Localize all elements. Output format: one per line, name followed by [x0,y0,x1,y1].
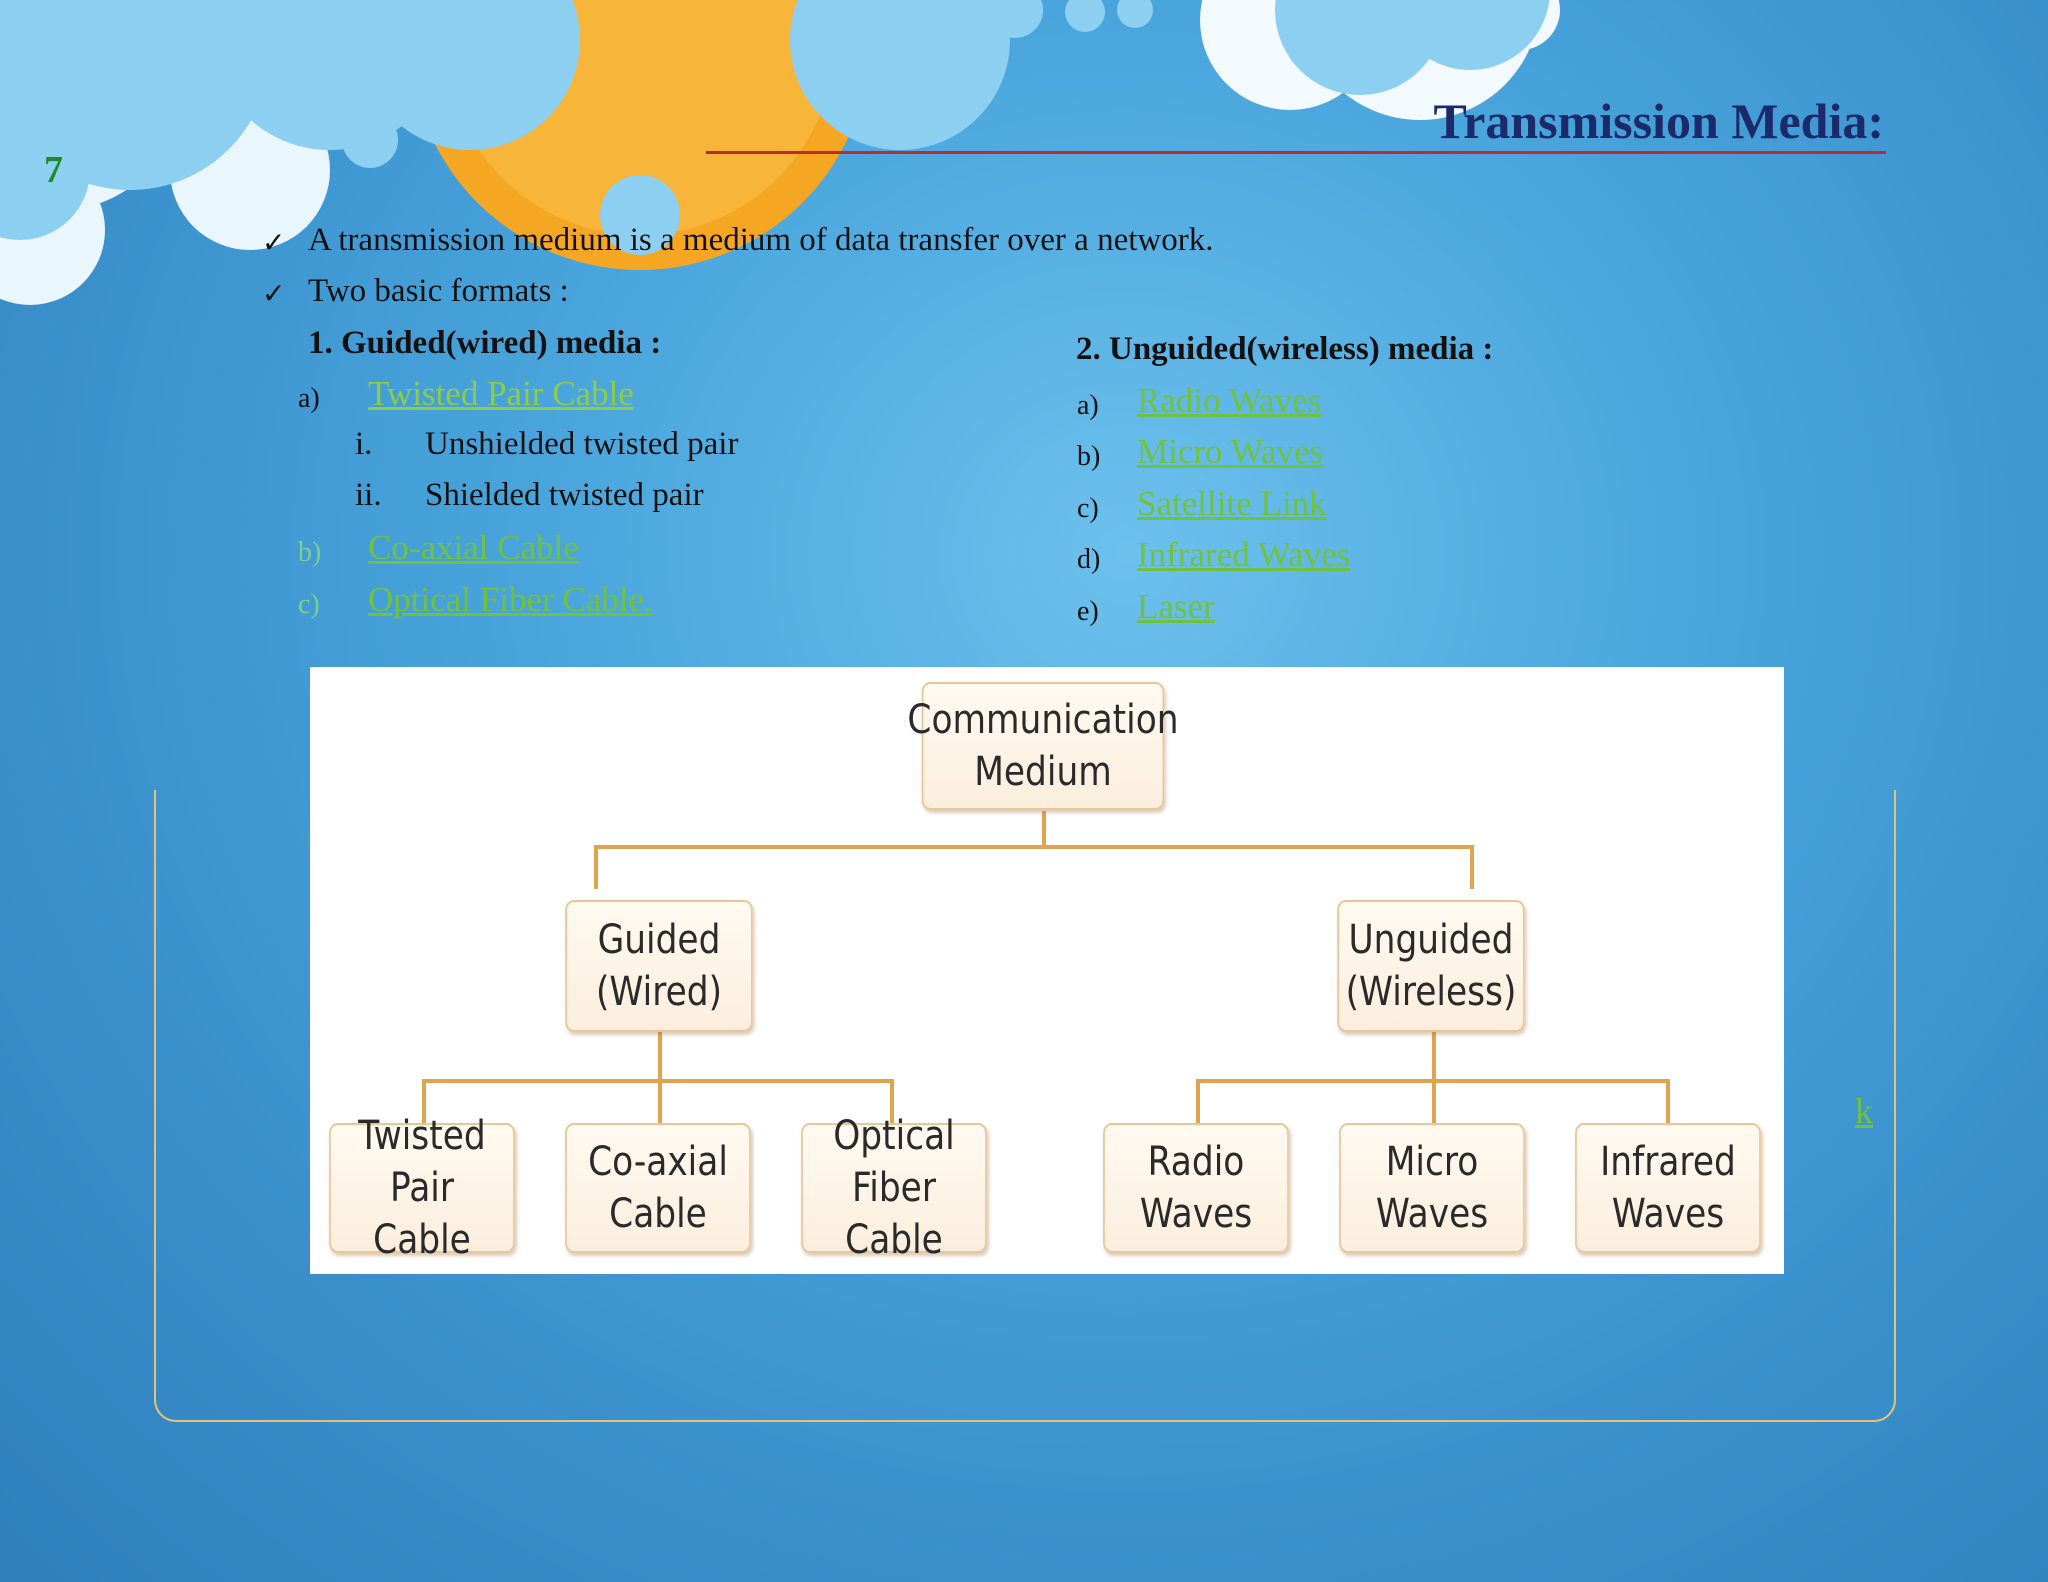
link-coaxial-cable[interactable]: Co-axial Cable [368,528,579,567]
subitem-unshielded: Unshielded twisted pair [425,426,739,462]
node-infrared-waves: Infrared Waves [1575,1123,1761,1253]
subitem-marker: ii. [355,477,382,513]
node-communication-medium: Communication Medium [907,682,1179,810]
checkmark-icon: ✓ [262,279,286,310]
checkmark-icon: ✓ [262,228,286,259]
node-optical-fiber: Optical Fiber Cable [801,1113,987,1263]
link-radio-waves[interactable]: Radio Waves [1137,381,1322,420]
node-coaxial: Co-axial Cable [565,1123,751,1253]
node-twisted-pair: Twisted Pair Cable [329,1113,515,1263]
subitem-shielded: Shielded twisted pair [425,477,704,513]
diagram-panel: Communication Medium Guided (Wired) Ungu… [310,667,1784,1274]
unguided-item-marker: a) [1077,390,1099,421]
stray-link[interactable]: k [1855,1091,1873,1131]
node-guided: Guided (Wired) [565,900,753,1032]
slide-title: Transmission Media: [1433,93,1885,149]
unguided-item-marker: d) [1077,544,1101,575]
subitem-marker: i. [355,426,373,462]
bullet-definition: A transmission medium is a medium of dat… [308,222,1214,258]
link-satellite-link[interactable]: Satellite Link [1137,484,1327,523]
content-frame [154,790,1896,1422]
title-underline-rule [706,151,1886,154]
unguided-item-marker: c) [1077,493,1099,524]
unguided-heading: 2. Unguided(wireless) media : [1076,331,1494,367]
unguided-item-marker: b) [1077,441,1101,472]
link-optical-fiber-cable[interactable]: Optical Fiber Cable. [368,580,653,619]
guided-heading: 1. Guided(wired) media : [308,325,662,361]
guided-item-marker: c) [298,589,320,620]
bullet-formats: Two basic formats : [308,273,569,309]
guided-item-marker: b) [298,537,322,568]
link-laser[interactable]: Laser [1137,587,1215,626]
link-micro-waves[interactable]: Micro Waves [1137,432,1324,471]
node-micro-waves: Micro Waves [1339,1123,1525,1253]
link-infrared-waves[interactable]: Infrared Waves [1137,535,1351,574]
node-unguided: Unguided (Wireless) [1337,900,1525,1032]
guided-item-marker: a) [298,383,320,414]
unguided-item-marker: e) [1077,596,1099,627]
link-twisted-pair-cable[interactable]: Twisted Pair Cable [368,374,634,413]
node-radio-waves: Radio Waves [1103,1123,1289,1253]
slide-number: 7 [44,149,63,191]
